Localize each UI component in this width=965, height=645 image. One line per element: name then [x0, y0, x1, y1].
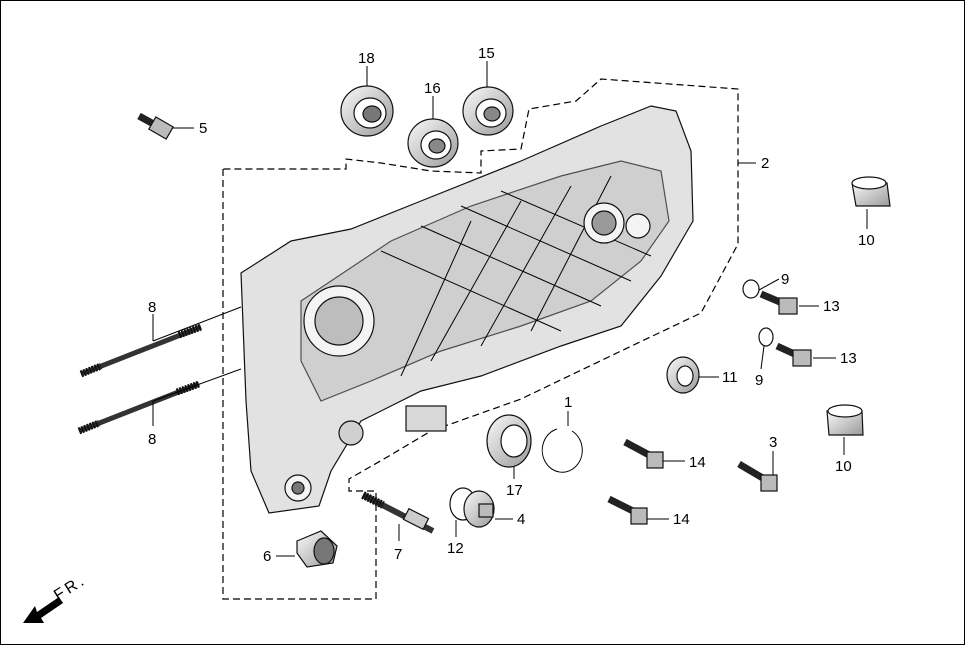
callout-17: 17: [506, 482, 523, 499]
stud-8-top: [79, 323, 203, 378]
crankcase-half: [240, 105, 694, 514]
callout-14-bottom: 14: [673, 511, 690, 528]
leader-lines: [152, 61, 868, 557]
callout-6: 6: [263, 548, 271, 565]
callout-8-top: 8: [148, 299, 156, 316]
callout-18: 18: [358, 50, 375, 67]
callout-11: 11: [722, 369, 738, 386]
bearing-18: [340, 85, 394, 137]
bolt-13-bottom: [775, 342, 812, 367]
oil-seal-11: [666, 356, 700, 394]
callout-3: 3: [769, 434, 777, 451]
circlip-1: [541, 428, 583, 473]
bolt-3: [737, 460, 778, 492]
bearing-16: [407, 118, 459, 168]
callout-9-top: 9: [781, 271, 789, 288]
callout-15: 15: [478, 45, 495, 62]
dowel-collar-10-top: [851, 176, 891, 207]
callout-12: 12: [447, 540, 464, 557]
drain-plug-4: [463, 490, 495, 528]
bush-6: [296, 530, 338, 568]
callout-9-bottom: 9: [755, 372, 763, 389]
callout-numbers: 18 16 15 5 2 10 9 13 9 13 11 8 8 1 3 14 …: [148, 45, 875, 565]
shaft-7: [361, 491, 435, 534]
front-direction-arrow-icon: [23, 597, 63, 623]
callout-1: 1: [564, 394, 572, 411]
callout-4: 4: [517, 511, 525, 528]
callout-2: 2: [761, 155, 769, 172]
bolt-14-bottom: [607, 495, 648, 525]
callout-13-bottom: 13: [840, 350, 857, 367]
callout-14-top: 14: [689, 454, 706, 471]
dowel-collar-10-bottom: [826, 404, 864, 436]
callout-13-top: 13: [823, 298, 840, 315]
callout-10-top: 10: [858, 232, 875, 249]
washer-9-bottom: [758, 327, 774, 347]
callout-5: 5: [199, 120, 207, 137]
callout-10-bottom: 10: [835, 458, 852, 475]
assembly-dashed-outline: [222, 78, 739, 600]
bearing-15: [462, 86, 514, 136]
bolt-14-top: [623, 438, 664, 469]
bolt-5: [137, 112, 174, 140]
callout-16: 16: [424, 80, 441, 97]
bolt-13-top: [759, 290, 798, 315]
callout-7: 7: [394, 546, 402, 563]
seal-17: [486, 414, 532, 468]
front-direction-label: FR.: [51, 572, 90, 605]
washer-9-top: [742, 279, 760, 299]
callout-8-bottom: 8: [148, 431, 156, 448]
